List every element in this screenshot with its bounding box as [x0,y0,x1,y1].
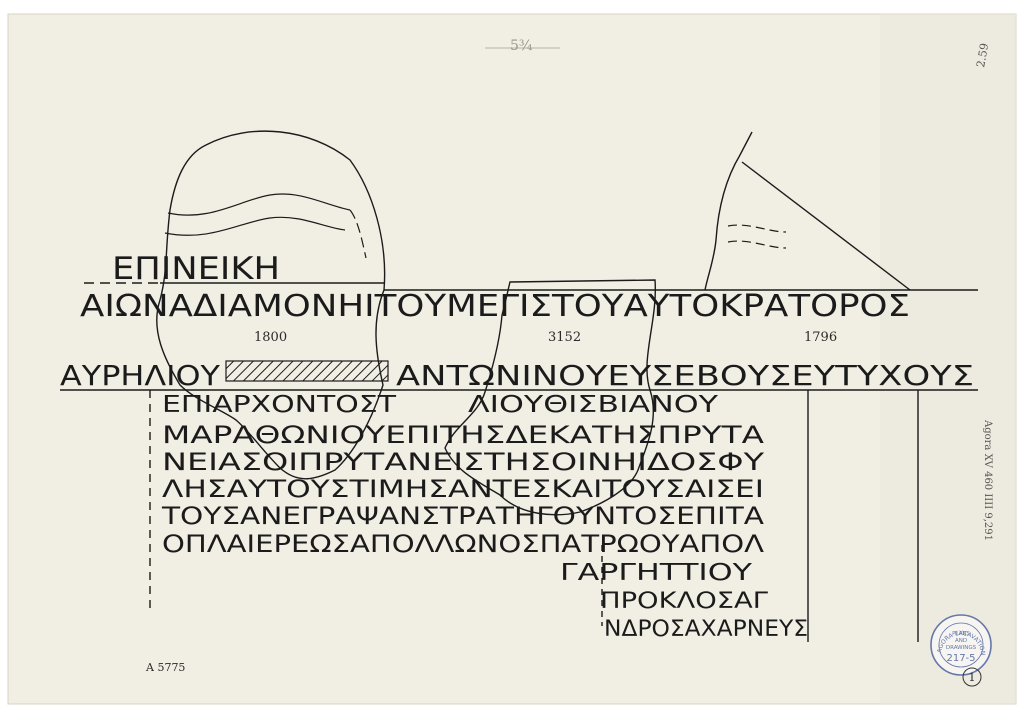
inscription-line-6: ΝΕΙΑΣΟΙΠΡΥΤΑΝΕΙΣΤΗΣΟΙΝΗΙΔΟΣΦΥ [162,448,764,476]
fragment-outline-right [704,131,753,291]
fragment-diagonal-edge [741,161,911,291]
corner-code: A 5775 [145,661,185,674]
erased-name-hatch [225,360,389,382]
stamp-outer-ring [930,614,992,676]
inscription-line-10: ΓΑΡΓΗΤΤΙΟΥ [560,560,753,586]
inscription-line-5: ΜΑΡΑΘΩΝΙΟΥΕΠΙΤΗΣΔΕΚΑΤΗΣΠΡΥΤΑ [162,421,765,449]
fragment-outline-middle [444,279,657,516]
paper-sheet [7,13,1017,705]
inscription-line-2: ΑΙΩΝΑΔΙΑΜΟΝΗΙΤΟΥΜΕΓΙΣΤΟΥΑΥΤΟΚΡΑΤΟΡΟΣ [80,289,910,324]
sheet-number-circle [962,667,982,687]
fragment-band-dash-left [349,209,367,259]
margin-note: Agora XV 460 IIII 9,291 [982,419,993,541]
fragment-number-middle: 3152 [548,330,581,345]
inscription-line-4b: ΛΙΟΥΘΙΣΒΙΑΝΟΥ [468,392,719,418]
fragment-band-upper-left [167,193,351,216]
inscription-line-8: ΤΟΥΣΑΝΕΓΡΑΨΑΝΣΤΡΑΤΗΓΟΥΝΤΟΣΕΠΙΤΑ [161,502,765,530]
inscription-line-7: ΛΗΣΑΥΤΟΥΣΤΙΜΗΣΑΝΤΕΣΚΑΙΤΟΥΣΑΙΣΕΙ [162,475,764,503]
stamp-line-1: PLANS [952,631,970,637]
fragment-band-dash-right-1 [727,224,787,233]
sheet-number: 1 [969,671,976,684]
stamp-number: 217-5 [946,653,975,664]
inscription-line-11: ΠΡΟΚΛΟΣΑΓ [600,589,769,614]
top-right-code: 2.59 [974,42,991,68]
fragment-band-dash-right-2 [727,240,787,249]
inscription-line-3: ΑΥΡΗΛΙΟΥ [60,359,221,392]
stamp-inner-ring [938,622,984,668]
inscription-line-4: ΕΠΙΑΡΧΟΝΤΟΣΤ [162,392,397,418]
inscription-line-3b: ΑΝΤΩΝΙΝΟΥΕΥΣΕΒΟΥΣΕΥΤΥΧΟΥΣ [396,359,974,392]
inscription-line-12: ΝΔΡΟΣΑΧΑΡΝΕΥΣ [604,617,808,642]
fragment-band-lower-left [164,216,346,236]
stamp-line-2: AND [955,638,967,644]
fragment-number-right: 1796 [804,330,837,345]
inscription-line-1: ΕΠΙΝΕΙΚΗ [112,251,280,287]
inscription-line-9: ΟΠΛΑΙΕΡΕΩΣΑΠΟΛΛΩΝΟΣΠΑΤΡΩΟΥΑΠΟΛ [162,530,765,558]
pencil-note: 5¾ [510,38,533,54]
fragment-number-left: 1800 [254,330,287,345]
stamp-line-3: DRAWINGS [946,645,977,651]
paper-fold-shade [880,14,1016,704]
